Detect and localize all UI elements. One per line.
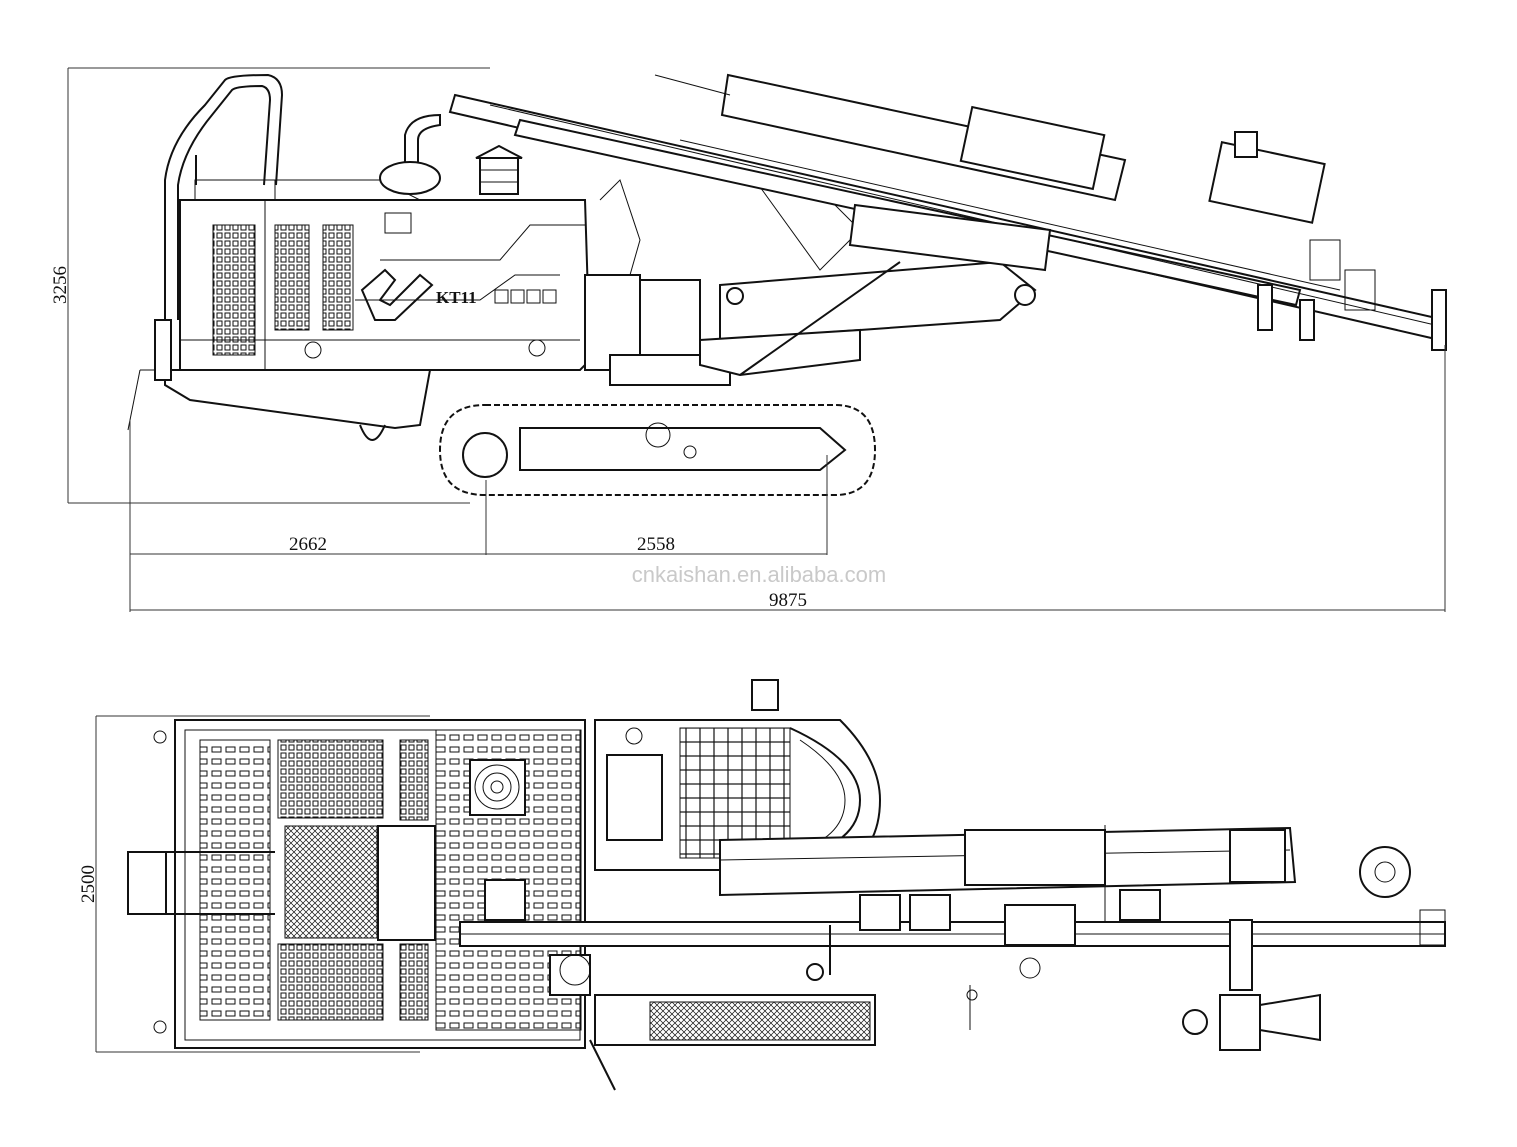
overall-length-dimension-label: 9875 (769, 590, 807, 611)
operator-canopy (594, 679, 882, 871)
mast-front-end (1257, 239, 1447, 351)
boom-top-view (719, 825, 1411, 935)
feed-top-view (459, 904, 1446, 1051)
watermark-text: cnkaishan.en.alibaba.com (632, 562, 886, 587)
height-dimension-line (67, 67, 490, 504)
boom-arm (699, 179, 1037, 377)
hydraulic-components-top (484, 879, 1161, 1030)
exhaust-stack (379, 113, 441, 195)
brand-lettering-logo (494, 289, 557, 304)
rear-to-sprocket-dimension-label: 2662 (289, 534, 327, 555)
top-view: 2500 (78, 679, 1446, 1091)
hydraulic-valve-block (584, 179, 731, 386)
rock-drill-head (654, 73, 1326, 272)
width-dimension-line (95, 715, 430, 1053)
crawler-track (438, 404, 877, 496)
model-label: KT11 (436, 288, 477, 307)
track-length-dimension-label: 2558 (637, 534, 675, 555)
height-dimension-label: 3256 (50, 266, 71, 304)
beacon-light (475, 144, 523, 195)
side-view: 3256 KT11 (50, 67, 1447, 612)
power-pack-housing (179, 179, 592, 371)
width-dimension-label: 2500 (78, 865, 99, 903)
length-dimension-lines (129, 345, 1446, 612)
engine-cover-panels (199, 729, 582, 1031)
track-top-view (549, 954, 978, 1091)
